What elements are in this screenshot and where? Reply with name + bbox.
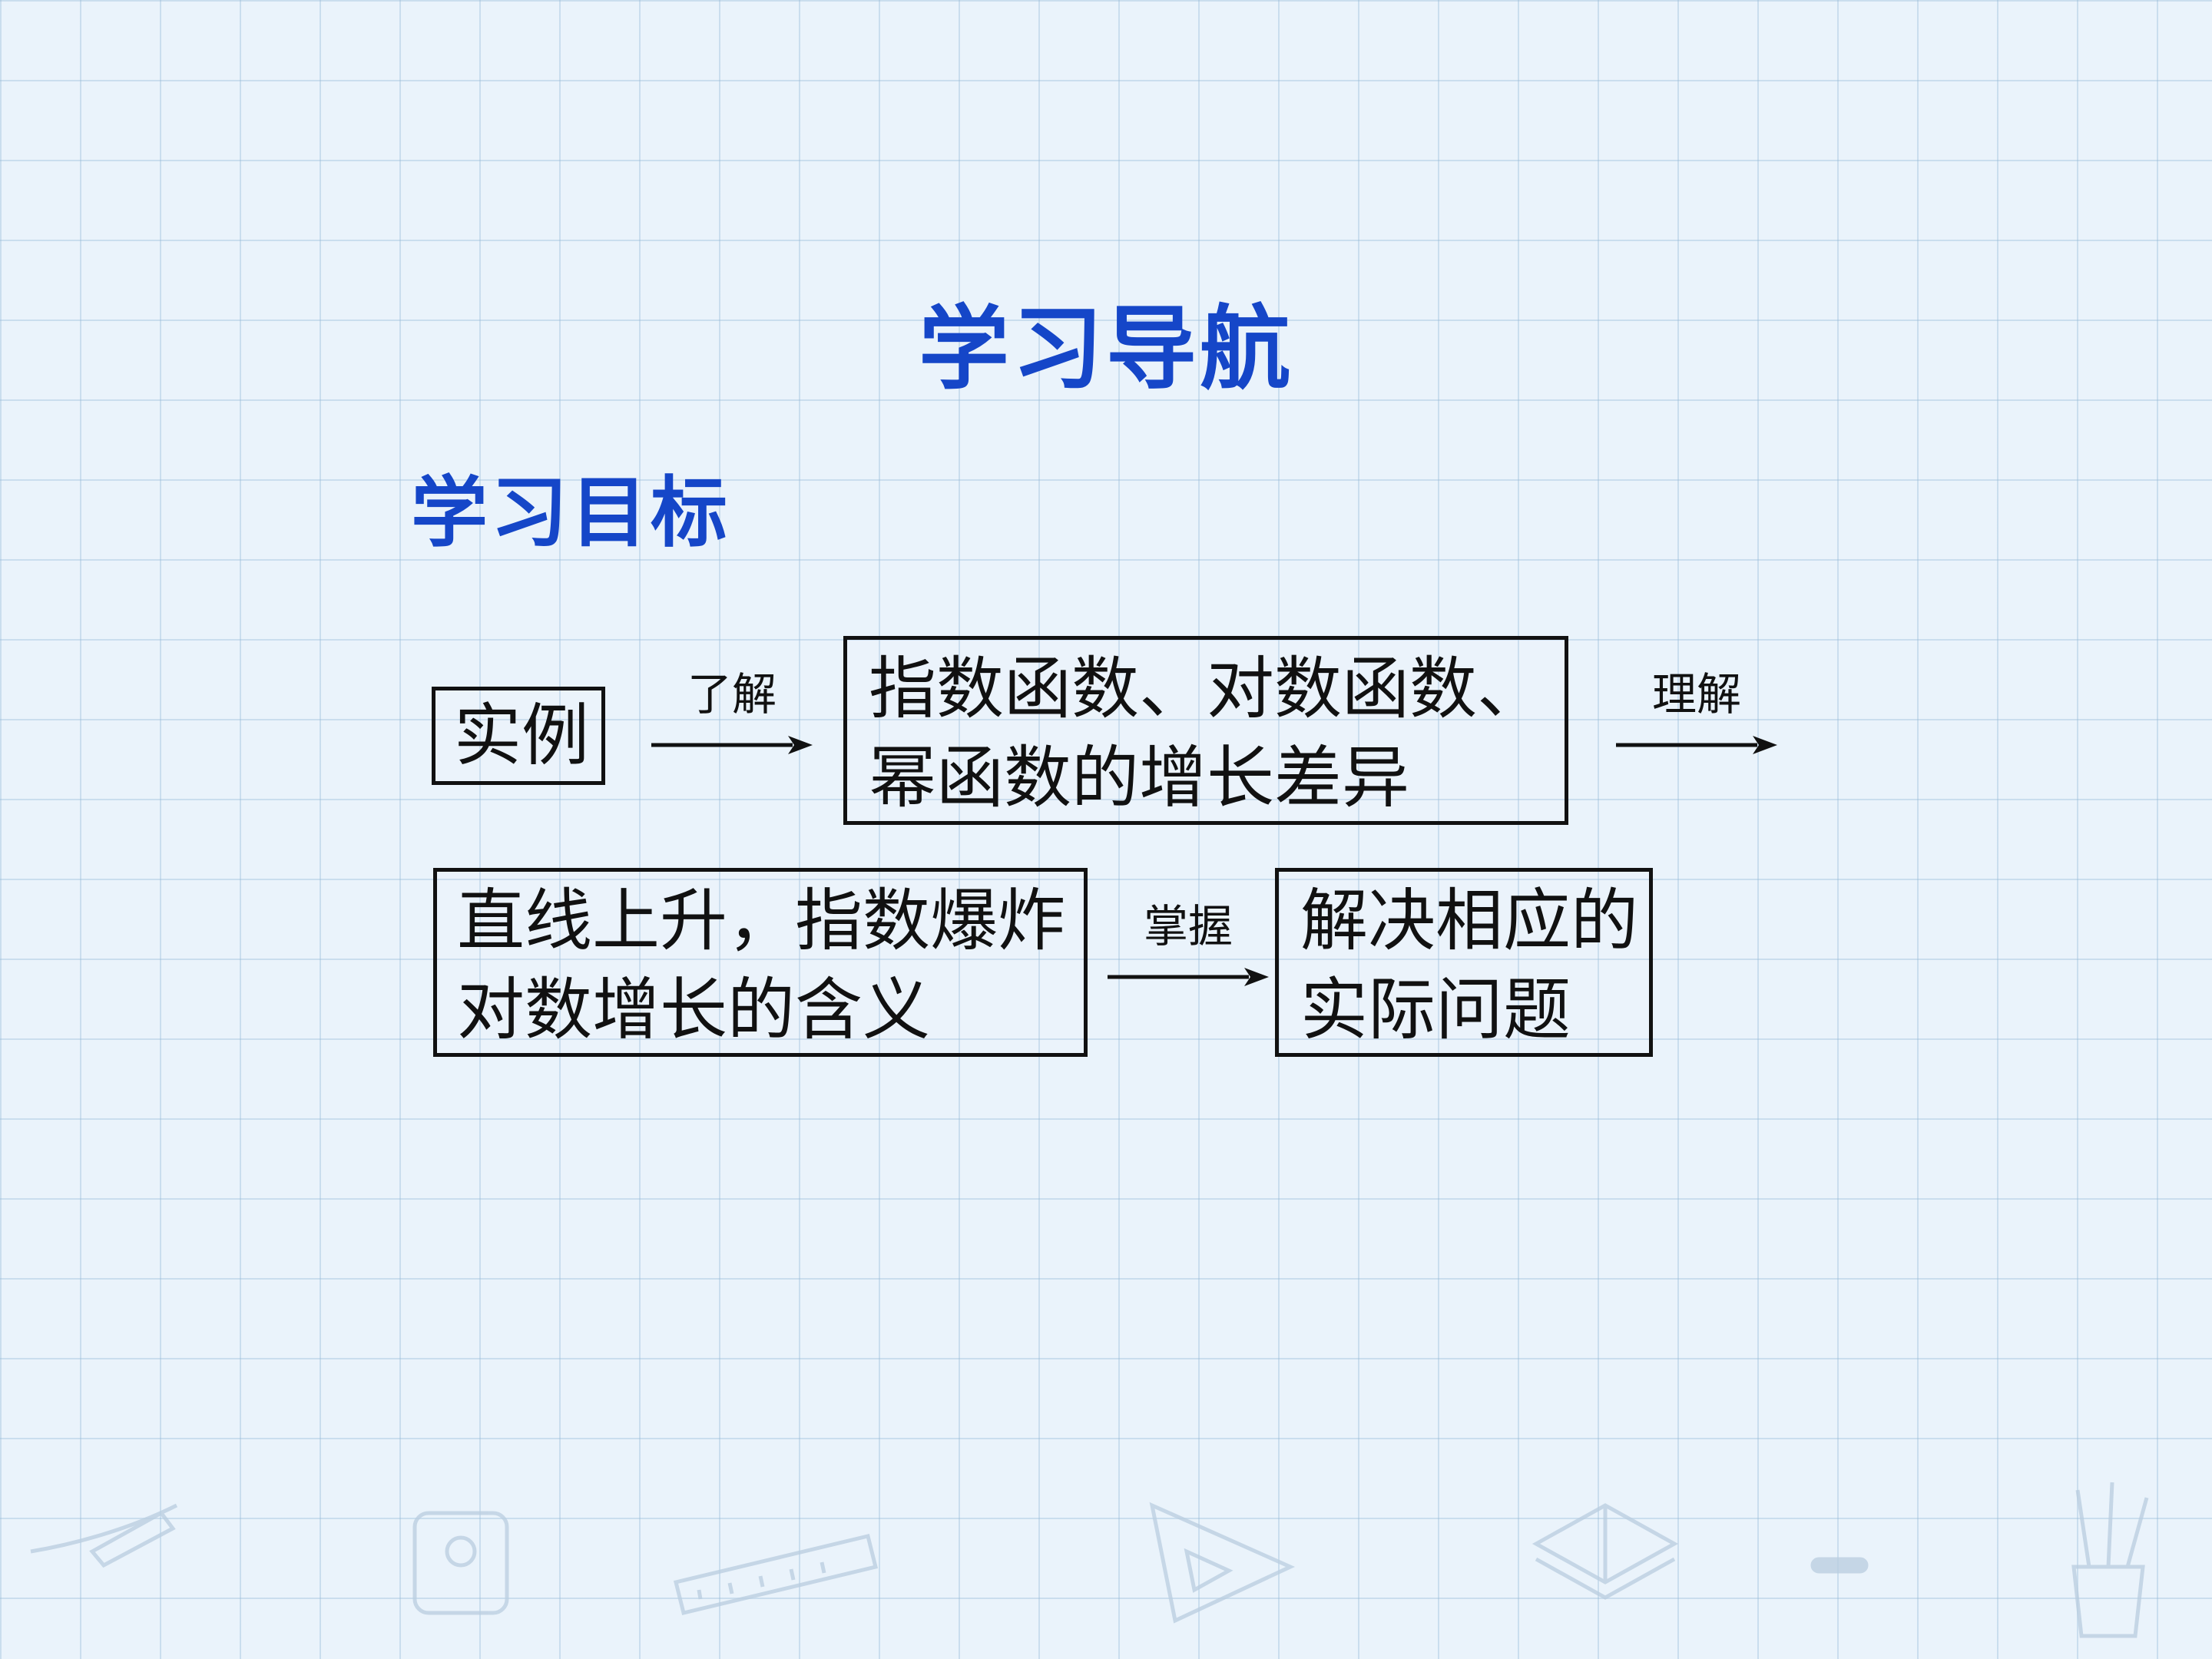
box-example-text: 实例 <box>454 696 590 775</box>
box-growth-difference: 指数函数、对数函数、 幂函数的增长差异 <box>843 636 1568 825</box>
arrow-right-icon <box>651 736 813 754</box>
box-meaning-line-1: 直线上升，指数爆炸 <box>457 881 1066 960</box>
arrow-1-label: 了解 <box>687 668 777 720</box>
box-example: 实例 <box>432 687 605 785</box>
arrow-master: 掌握 <box>1108 904 1269 996</box>
arrow-comprehend: 理解 <box>1616 672 1777 764</box>
page-title: 学习导航 <box>918 296 1293 402</box>
box-growth-meaning: 直线上升，指数爆炸 对数增长的含义 <box>433 868 1088 1057</box>
arrow-right-icon <box>1616 736 1777 754</box>
ruler-icon <box>673 1533 879 1616</box>
section-subtitle: 学习目标 <box>411 468 730 558</box>
pencil-icon <box>30 1503 178 1568</box>
arrow-3-label: 掌握 <box>1143 900 1233 952</box>
box-growth-line-2: 幂函数的增长差异 <box>869 738 1410 817</box>
notebook-icon <box>412 1511 509 1615</box>
open-book-icon <box>1532 1503 1679 1600</box>
stationery-decorations <box>30 1482 2149 1638</box>
triangle-ruler-icon <box>1149 1502 1296 1624</box>
arrow-understand-basic: 了解 <box>651 672 813 764</box>
arrow-2-label: 理解 <box>1651 668 1741 720</box>
box-growth-line-1: 指数函数、对数函数、 <box>869 649 1545 728</box>
pen-holder-icon <box>2071 1482 2149 1638</box>
box-solve-problems: 解决相应的 实际问题 <box>1275 868 1653 1057</box>
eraser-icon <box>1810 1557 1869 1574</box>
box-meaning-line-2: 对数增长的含义 <box>457 970 931 1049</box>
box-solve-line-1: 解决相应的 <box>1300 881 1639 960</box>
box-solve-line-2: 实际问题 <box>1300 970 1571 1049</box>
arrow-right-icon <box>1108 968 1269 986</box>
